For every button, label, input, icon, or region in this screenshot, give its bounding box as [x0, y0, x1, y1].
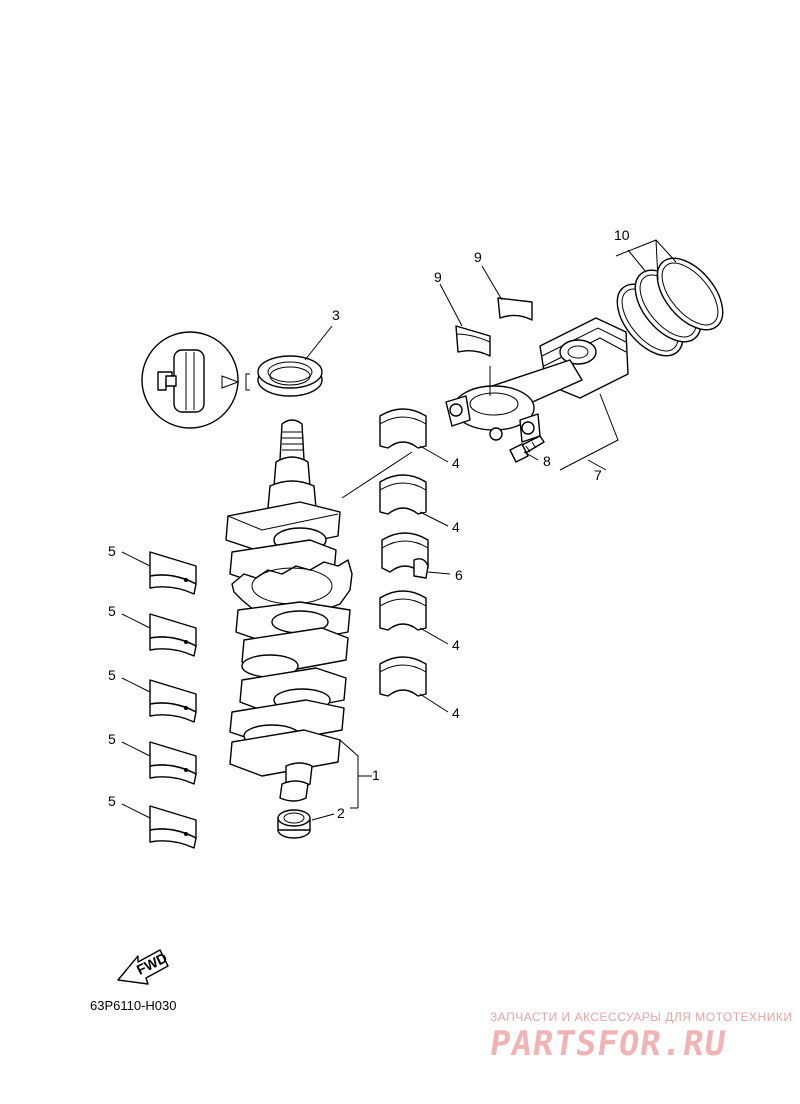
callout-7: 7: [594, 467, 602, 483]
callout-2: 2: [337, 805, 345, 821]
bushing-part-2: [277, 809, 311, 839]
callout-4a: 4: [452, 455, 460, 471]
callout-1: 1: [372, 767, 380, 783]
callout-5e: 5: [108, 793, 116, 809]
main-bearing-part-5-b: [149, 613, 197, 657]
oil-seal-part-3: [257, 355, 323, 397]
callout-5d: 5: [108, 731, 116, 747]
callout-3: 3: [332, 307, 340, 323]
callout-5a: 5: [108, 543, 116, 559]
thrust-bearing-part-6: [381, 532, 429, 579]
main-bearing-part-5-a: [149, 551, 197, 595]
callout-6: 6: [455, 567, 463, 583]
conrod-bolt-part-8: [509, 435, 545, 463]
callout-4b: 4: [452, 519, 460, 535]
main-bearing-part-5-e: [149, 805, 197, 849]
callout-4c: 4: [452, 637, 460, 653]
fwd-arrow-icon: FWD: [117, 949, 170, 985]
bearing-shell-part-4-b: [379, 474, 427, 515]
callout-9a: 9: [434, 269, 442, 285]
diagram-code: 63P6110-H030: [90, 998, 177, 1013]
conrod-bearing-part-9-a: [455, 325, 491, 357]
callout-8: 8: [543, 453, 551, 469]
piston-conrod-part-7: [445, 317, 629, 443]
crankshaft-part-1: [225, 419, 353, 802]
bearing-shell-part-4-d: [379, 656, 427, 697]
bearing-shell-part-4-c: [379, 590, 427, 631]
main-bearing-part-5-d: [149, 741, 197, 785]
callout-9b: 9: [474, 249, 482, 265]
callout-5c: 5: [108, 667, 116, 683]
seal-detail-inset: [141, 331, 250, 429]
watermark-tagline: ЗАПЧАСТИ И АКСЕССУАРЫ ДЛЯ МОТОТЕХНИКИ: [490, 1010, 793, 1024]
callout-5b: 5: [108, 603, 116, 619]
main-bearing-part-5-c: [149, 679, 197, 723]
watermark-logo: PARTSFOR.RU: [487, 1024, 729, 1064]
callout-4d: 4: [452, 705, 460, 721]
callout-10: 10: [614, 227, 630, 243]
conrod-bearing-part-9-b: [497, 297, 533, 321]
bearing-shell-part-4-a: [379, 408, 427, 449]
piston-rings-part-10: [616, 257, 724, 357]
